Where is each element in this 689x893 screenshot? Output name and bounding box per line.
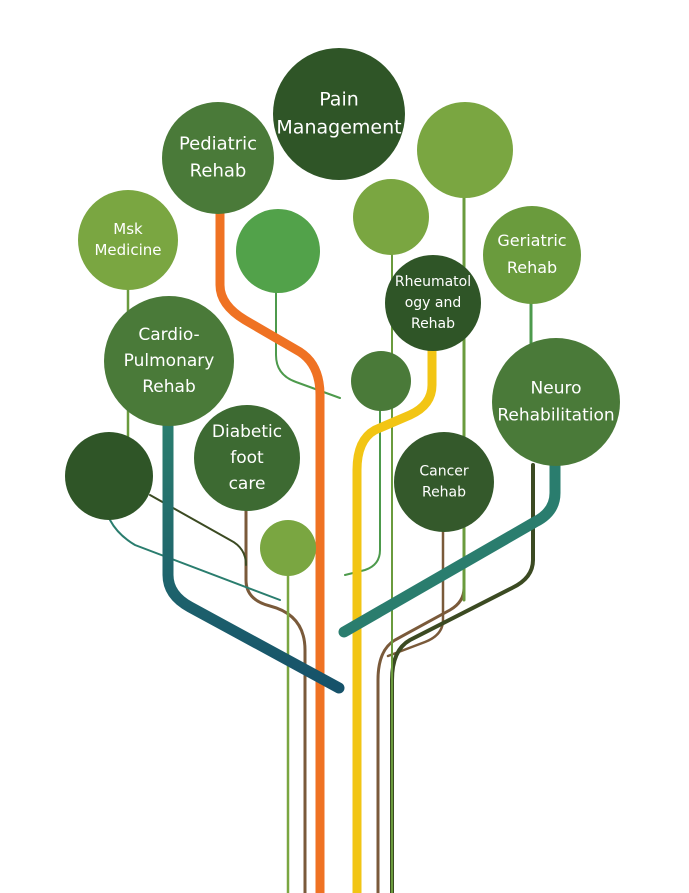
- node-circle-geriatric-rehab: [483, 206, 581, 304]
- branch-cancer-stem: [386, 528, 445, 658]
- branch-orange: [215, 205, 325, 893]
- node-label-geriatric-rehab-line-2: Rehab: [507, 258, 557, 277]
- node-circle-blank-center: [351, 351, 411, 411]
- node-label-cardio-pulmonary-rehab-line-3: Rehab: [142, 377, 196, 397]
- node-label-rheumatology-and-rehab-line-1: Rheumatol: [395, 274, 471, 290]
- node-label-pain-management-line-2: Management: [276, 117, 401, 139]
- node-blank-small-lower: [260, 520, 316, 576]
- node-circle-pain-management: [273, 48, 405, 180]
- node-circle-pediatric-rehab: [162, 102, 274, 214]
- node-label-diabetic-foot-care-line-3: care: [229, 474, 266, 494]
- node-label-pediatric-rehab-line-2: Rehab: [190, 161, 247, 182]
- node-label-cardio-pulmonary-rehab-line-2: Pulmonary: [124, 351, 215, 371]
- node-label-pain-management-line-1: Pain: [319, 89, 359, 111]
- node-label-cancer-rehab-line-2: Rehab: [422, 485, 466, 501]
- node-circle-diabetic-foot-care: [194, 405, 300, 511]
- node-label-diabetic-foot-care-line-1: Diabetic: [212, 422, 282, 442]
- branch-teal-left: [162, 419, 345, 694]
- node-label-rheumatology-and-rehab-line-3: Rehab: [411, 316, 455, 332]
- branch-thin-teal-left: [109, 519, 281, 601]
- node-label-msk-medicine-line-2: Medicine: [94, 241, 161, 259]
- node-diabetic-foot-care: Diabetic foot care: [194, 405, 300, 511]
- node-blank-top-right: [417, 102, 513, 198]
- node-label-rheumatology-and-rehab-line-2: ogy and: [405, 295, 462, 311]
- branch-green-thin: [275, 291, 341, 399]
- node-label-diabetic-foot-care-line-2: foot: [230, 448, 264, 468]
- node-circle-blank-left: [65, 432, 153, 520]
- specialty-nodes: PainManagementPediatricRehabMskMedicineC…: [65, 48, 620, 576]
- node-circle-msk-medicine: [78, 190, 178, 290]
- node-circle-neuro-rehabilitation: [492, 338, 620, 466]
- node-label-msk-medicine-line-1: Msk: [113, 220, 143, 238]
- node-label-cardio-pulmonary-rehab-line-1: Cardio-: [138, 325, 199, 345]
- node-blank-small-right: [353, 179, 429, 255]
- node-label-cancer-rehab-line-1: Cancer: [419, 464, 469, 480]
- branch-thin-right-root: [376, 586, 466, 893]
- node-circle-blank-top-right: [417, 102, 513, 198]
- node-circle-rheumatology-and-rehab: [385, 255, 481, 351]
- node-circle-blank-upper-middle: [236, 209, 320, 293]
- node-blank-upper-middle: [236, 209, 320, 293]
- branch-lines: [109, 174, 561, 893]
- node-label-pediatric-rehab-line-1: Pediatric: [179, 134, 257, 155]
- node-circle-cardio-pulmonary-rehab: [104, 296, 234, 426]
- node-label-geriatric-rehab-line-1: Geriatric: [497, 231, 566, 250]
- node-label-neuro-rehabilitation-line-2: Rehabilitation: [497, 406, 614, 426]
- branch-teal-right: [338, 456, 561, 638]
- node-circle-cancer-rehab: [394, 432, 494, 532]
- node-blank-center: [351, 351, 411, 411]
- node-circle-blank-small-lower: [260, 520, 316, 576]
- branch-center-stem: [344, 409, 381, 576]
- node-circle-blank-small-right: [353, 179, 429, 255]
- node-blank-left: [65, 432, 153, 520]
- branch-olive-left: [149, 494, 247, 566]
- branch-yellow: [352, 345, 437, 893]
- node-label-neuro-rehabilitation-line-1: Neuro: [531, 379, 582, 399]
